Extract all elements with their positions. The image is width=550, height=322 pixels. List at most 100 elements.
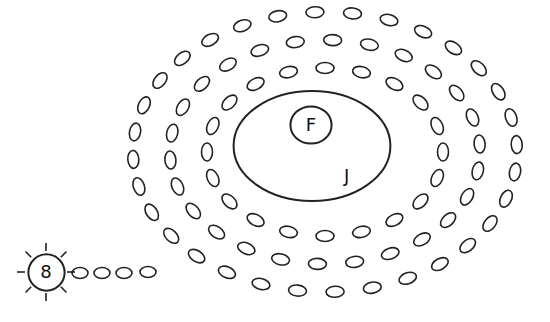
small-oval: [458, 186, 477, 207]
small-oval: [200, 31, 221, 49]
small-oval: [397, 270, 418, 286]
small-oval: [428, 116, 445, 137]
small-oval: [172, 48, 193, 68]
small-oval: [251, 276, 271, 291]
circle-line: [290, 106, 331, 143]
small-oval: [351, 225, 371, 240]
sun-ray: [26, 252, 32, 258]
chain-oval: [72, 268, 88, 279]
small-oval: [316, 63, 334, 74]
small-oval: [206, 222, 227, 241]
small-oval: [429, 255, 450, 273]
small-oval: [219, 92, 240, 112]
circle-line: [28, 254, 64, 290]
small-oval: [217, 55, 238, 74]
small-oval: [438, 210, 459, 230]
small-oval: [423, 62, 444, 81]
small-oval: [362, 281, 382, 295]
sun-ray: [45, 293, 47, 301]
small-oval: [497, 188, 515, 209]
small-oval: [511, 135, 523, 154]
node-letter: 8: [40, 262, 51, 282]
small-oval: [128, 122, 142, 142]
node-letter: J: [344, 166, 349, 186]
small-oval: [457, 236, 478, 256]
small-oval: [316, 231, 334, 242]
sun-circle: 8: [28, 254, 65, 291]
sun-ray: [61, 287, 67, 293]
small-oval: [131, 176, 147, 197]
small-oval: [127, 150, 139, 169]
small-oval: [473, 134, 486, 153]
small-oval: [438, 143, 449, 161]
sun-ray: [26, 287, 32, 293]
small-oval: [380, 246, 401, 262]
small-oval: [489, 81, 508, 102]
sun-ray: [67, 271, 75, 273]
chain-oval: [116, 268, 132, 279]
small-oval: [306, 6, 324, 18]
small-oval: [393, 47, 414, 64]
circle-line: [234, 91, 391, 201]
small-oval: [428, 168, 445, 189]
small-oval: [236, 240, 257, 257]
small-oval: [204, 116, 221, 137]
small-oval: [480, 213, 500, 234]
circle-node: JF: [232, 90, 392, 202]
chain-oval: [140, 267, 156, 278]
small-oval: [343, 7, 362, 20]
sun-ray: [17, 271, 25, 273]
small-oval: [345, 255, 364, 268]
small-oval: [288, 284, 307, 297]
small-oval: [411, 230, 432, 249]
small-oval: [384, 211, 405, 229]
small-oval: [245, 211, 266, 229]
small-oval: [186, 247, 207, 266]
small-oval: [183, 201, 203, 222]
small-oval: [410, 191, 431, 211]
chain-oval: [94, 268, 110, 279]
circle-node: F: [290, 106, 332, 144]
small-oval: [410, 92, 431, 112]
small-oval: [164, 150, 177, 169]
small-oval: [447, 83, 467, 104]
small-oval: [271, 252, 291, 267]
small-oval: [161, 226, 182, 246]
small-oval: [470, 161, 485, 181]
small-oval: [174, 97, 193, 118]
small-oval: [204, 168, 221, 189]
sun-ray: [61, 252, 67, 258]
small-oval: [250, 42, 271, 58]
small-oval: [359, 37, 379, 52]
small-oval: [268, 9, 288, 23]
small-oval: [232, 18, 253, 34]
small-oval: [308, 258, 326, 270]
small-oval: [323, 34, 341, 46]
small-oval: [245, 75, 266, 93]
small-oval: [202, 143, 213, 161]
small-oval: [278, 65, 298, 80]
small-oval: [413, 23, 434, 40]
small-oval: [351, 65, 371, 80]
small-oval: [135, 95, 153, 116]
small-oval: [379, 12, 399, 27]
small-oval: [443, 38, 464, 57]
small-oval: [464, 107, 481, 128]
small-oval: [503, 107, 519, 128]
small-oval: [165, 123, 180, 143]
small-oval: [219, 191, 240, 211]
small-oval: [326, 286, 344, 298]
small-oval: [469, 58, 490, 78]
small-oval: [192, 74, 213, 94]
small-oval: [142, 202, 161, 223]
small-oval: [278, 225, 298, 240]
small-oval: [508, 162, 522, 182]
small-oval: [150, 70, 170, 91]
node-letter: F: [306, 115, 316, 135]
small-oval: [384, 75, 405, 93]
sun-ray: [45, 243, 47, 251]
small-oval: [169, 176, 186, 197]
small-oval: [216, 264, 237, 281]
